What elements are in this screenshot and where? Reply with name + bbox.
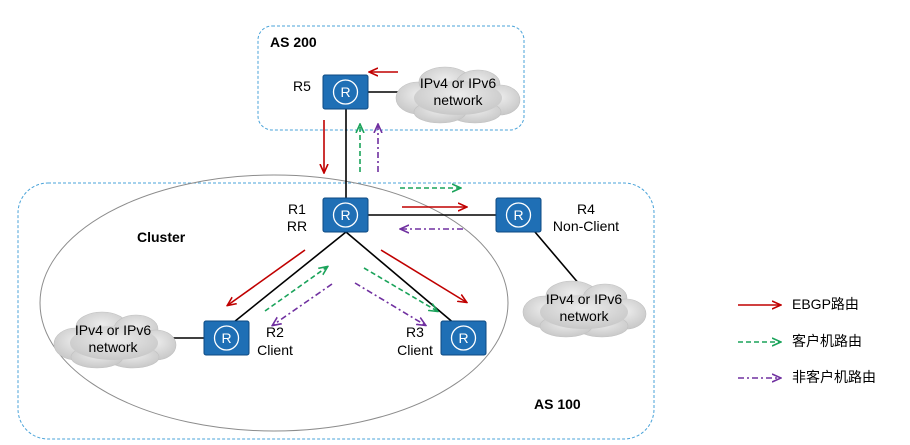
network-left-line1: IPv4 or IPv6 [74,322,152,338]
links [162,91,581,339]
router-r5-symbol: R [340,84,350,100]
as200-boundary [257,25,525,131]
client-arrow-r1-to-r3 [363,267,437,311]
legend-nonclient-label: 非客户机路由 [792,369,876,385]
as200-label: AS 200 [270,34,317,50]
router-r3-symbol: R [458,330,468,346]
link-r1-r2 [223,231,347,331]
network-top-line1: IPv4 or IPv6 [419,75,497,91]
network-top-label: IPv4 or IPv6 network [398,75,518,109]
legend-client-label: 客户机路由 [792,333,862,349]
legend-swatches [738,305,780,378]
client-arrows [264,125,460,312]
cloud-top [395,66,521,124]
router-r3-role: Client [397,342,433,358]
link-r1-r3 [345,231,463,331]
network-top-line2: network [433,92,483,108]
router-r3-name: R3 [406,324,424,340]
as100-label: AS 100 [534,396,581,412]
cluster-ellipse [39,174,509,432]
network-right-label: IPv4 or IPv6 network [524,291,644,325]
legend-ebgp-label: EBGP路由 [792,296,859,312]
network-left-line2: network [88,339,138,355]
network-right-line2: network [559,308,609,324]
cluster-label: Cluster [137,229,186,245]
network-left-label: IPv4 or IPv6 network [53,322,173,356]
cloud-right [522,280,647,338]
network-right-line1: IPv4 or IPv6 [545,291,623,307]
router-r4-role: Non-Client [552,218,620,234]
nonclient-arrows [273,125,463,325]
ebgp-arrows [228,72,466,305]
ebgp-arrow-r1-to-r3 [380,249,466,302]
router-r4-icon [495,197,542,233]
router-r2-name: R2 [266,324,284,340]
router-r4-name: R4 [577,201,595,217]
router-r2-symbol: R [221,330,231,346]
router-r5-icon [322,74,369,110]
router-r2-icon [203,320,250,356]
router-r1-symbol: R [340,207,350,223]
router-r1-icon [322,197,369,233]
link-r4-cloud [534,231,581,286]
router-r5-name: R5 [293,78,311,94]
router-r1-role: RR [286,218,308,234]
ebgp-arrow-r1-to-r2 [228,249,306,305]
router-r3-icon [440,320,487,356]
as100-boundary [17,182,655,440]
cloud-left [53,311,177,369]
router-r1-name: R1 [288,201,306,217]
client-arrow-r2-to-r1 [264,267,327,312]
router-r2-role: Client [257,342,293,358]
router-r4-symbol: R [513,207,523,223]
nonclient-arrow-r1-to-r2 [273,283,333,325]
